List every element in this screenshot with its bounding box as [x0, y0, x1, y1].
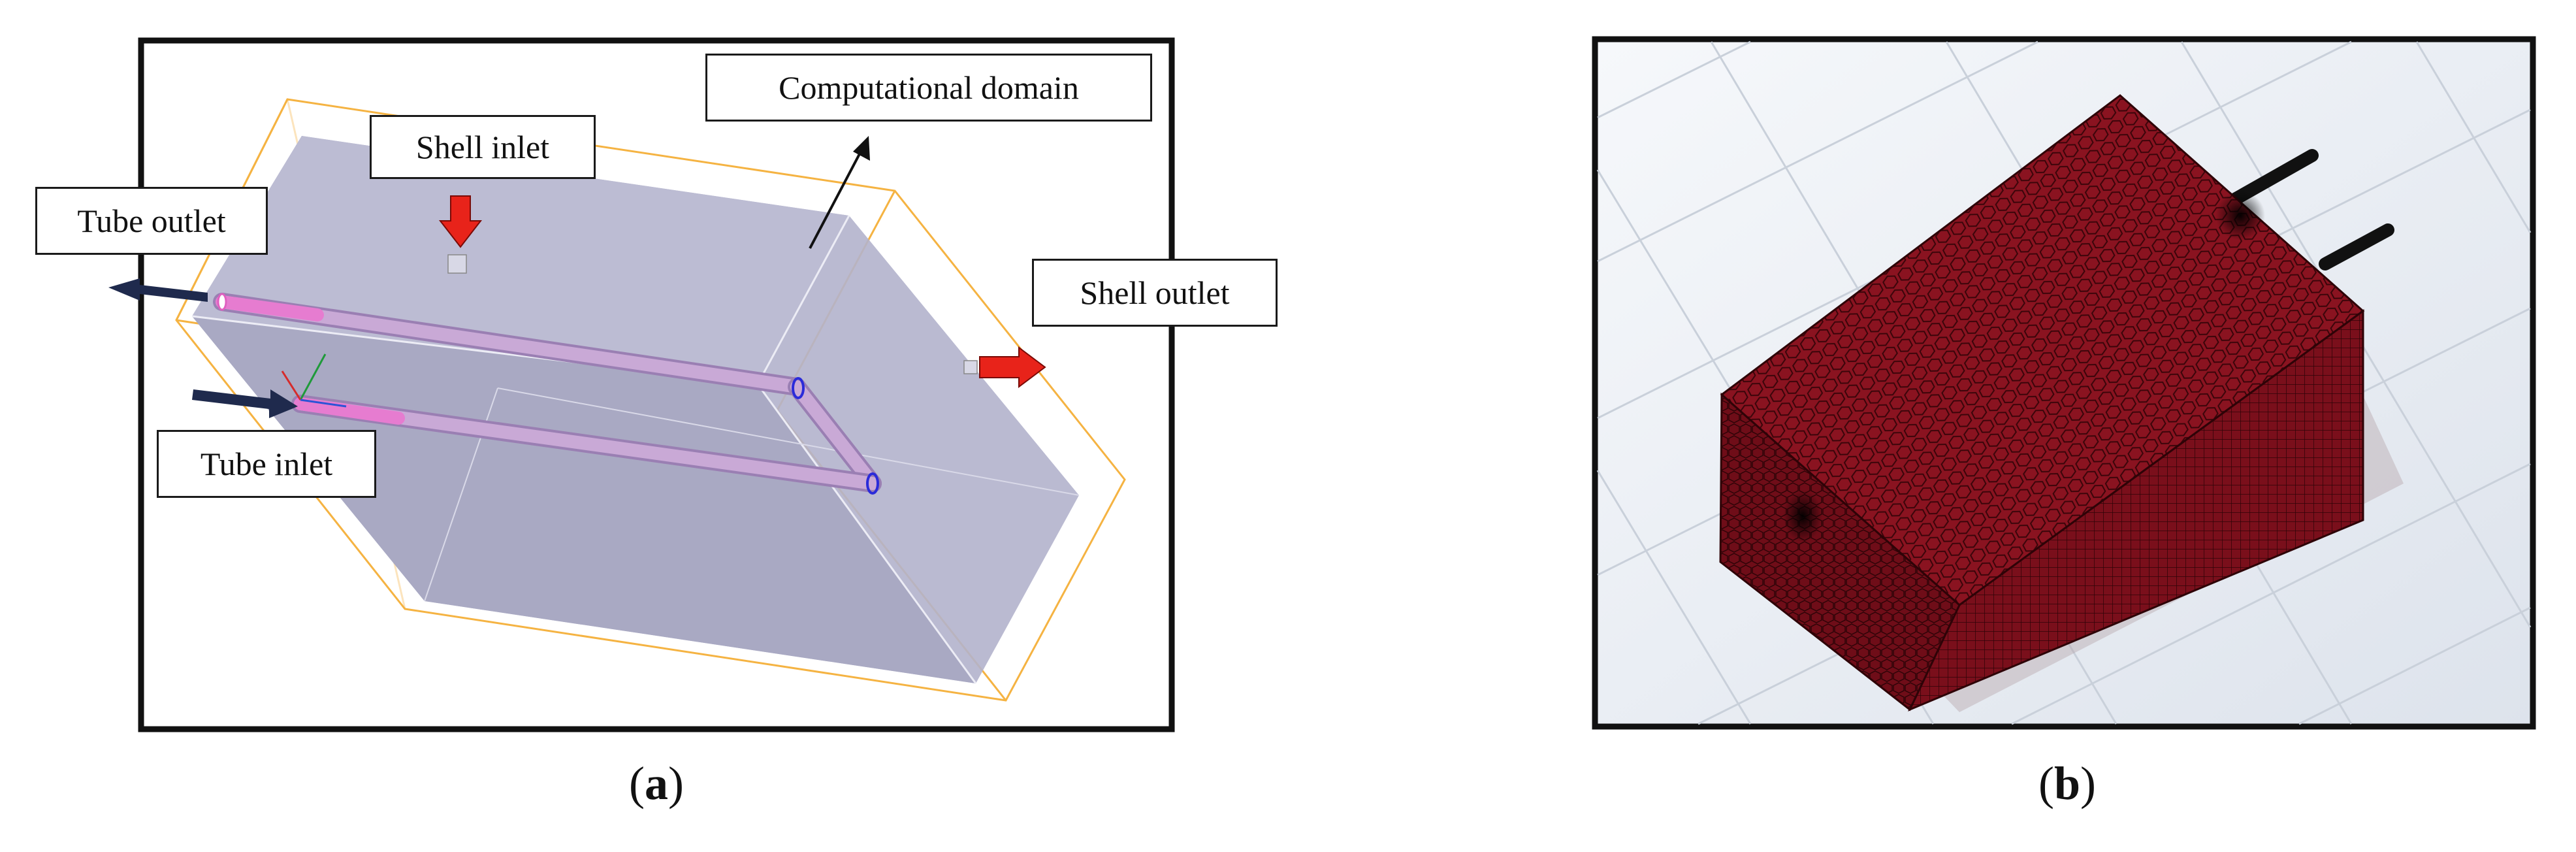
label-shell-inlet: Shell inlet [370, 115, 596, 179]
axis-triad-icon [281, 353, 347, 408]
tube-loop [213, 293, 882, 495]
label-shell-outlet: Shell outlet [1032, 259, 1278, 327]
label-computational-domain: Computational domain [705, 54, 1152, 122]
caption-a: (a) [629, 757, 684, 810]
shell-inlet-patch [447, 254, 467, 274]
arrow-shell-outlet [979, 346, 1046, 388]
arrow-tube-inlet [192, 389, 298, 418]
arrow-shell-inlet [438, 195, 483, 248]
label-tube-outlet: Tube outlet [35, 187, 268, 255]
caption-b: (b) [2038, 757, 2096, 810]
polyhedral-mesh-block [1719, 94, 2365, 712]
arrow-tube-outlet [108, 278, 208, 302]
shell-outlet-patch [963, 360, 978, 374]
label-tube-inlet: Tube inlet [157, 430, 376, 498]
leader-computational-domain [809, 136, 870, 249]
